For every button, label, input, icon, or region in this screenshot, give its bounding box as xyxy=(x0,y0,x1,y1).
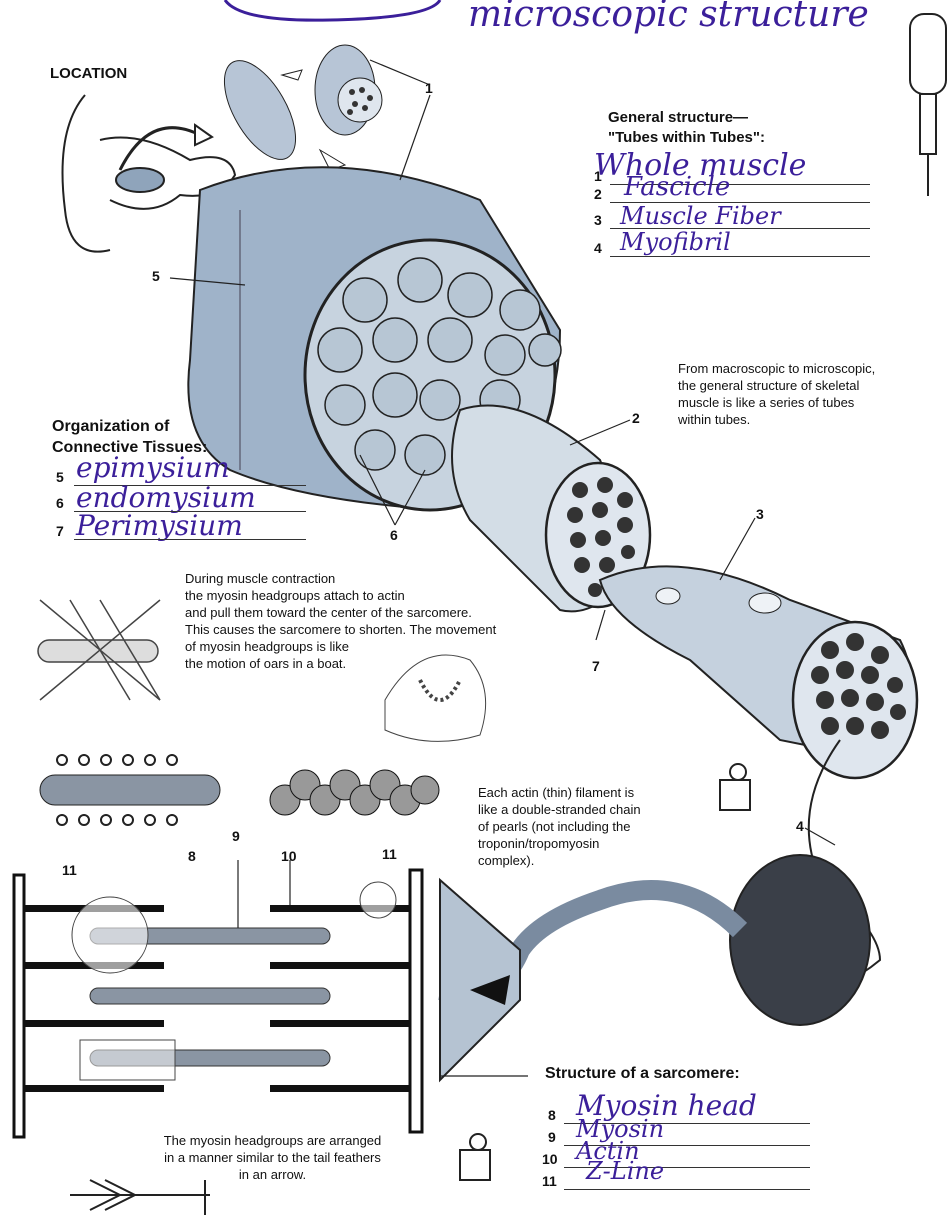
item-number: 2 xyxy=(594,186,602,202)
actin-note-line: Each actin (thin) filament is xyxy=(478,784,688,801)
actin-note-line: complex). xyxy=(478,852,688,869)
sarcomere-item: 11 Z-Line xyxy=(542,1169,810,1191)
item-number: 11 xyxy=(542,1173,557,1189)
answer-myofibril[interactable]: Myofibril xyxy=(620,228,731,256)
connective-item: 7 Perimysium xyxy=(56,511,306,539)
microscope-pen-icon xyxy=(910,14,946,196)
general-structure-title: General structure— "Tubes within Tubes": xyxy=(608,108,765,148)
answer-epimysium[interactable]: epimysium xyxy=(76,451,230,484)
label-7: 7 xyxy=(592,658,600,674)
general-structure-title-line1: General structure— xyxy=(608,108,765,128)
general-structure-title-line2: "Tubes within Tubes": xyxy=(608,128,765,148)
tubes-note-line: From macroscopic to microscopic, xyxy=(678,360,938,377)
item-number: 6 xyxy=(56,495,64,511)
connective-title-line1: Organization of xyxy=(52,416,207,437)
structure-item: 4 Myofibril xyxy=(594,232,870,258)
sarcomere-list: 8 Myosin head 9 Myosin 10 Actin 11 Z-Lin… xyxy=(542,1095,810,1191)
answer-muscle-fiber[interactable]: Muscle Fiber xyxy=(620,202,781,230)
myosin-headgroup-detail xyxy=(40,755,220,825)
label-11-right: 11 xyxy=(382,846,397,862)
general-structure-list: 1 Whole muscle 2 Fascicle 3 Muscle Fiber… xyxy=(594,150,870,258)
arrow-note-line: The myosin headgroups are arranged xyxy=(135,1132,410,1149)
label-11-left: 11 xyxy=(62,862,77,878)
answer-z-line[interactable]: Z-Line xyxy=(586,1157,664,1185)
actin-pearl-chain xyxy=(270,770,439,815)
contraction-note: During muscle contraction the myosin hea… xyxy=(185,570,565,672)
label-1: 1 xyxy=(425,80,433,96)
tubes-note-line: muscle is like a series of tubes xyxy=(678,394,938,411)
sarcomere-item: 10 Actin xyxy=(542,1147,810,1169)
tubes-note-line: within tubes. xyxy=(678,411,938,428)
tubes-note-line: the general structure of skeletal xyxy=(678,377,938,394)
item-number: 4 xyxy=(594,240,602,256)
contraction-note-line: This causes the sarcomere to shorten. Th… xyxy=(185,621,565,638)
actin-note-line: troponin/tropomyosin xyxy=(478,835,688,852)
label-10: 10 xyxy=(281,848,297,864)
item-number: 8 xyxy=(548,1107,556,1123)
arrow-feather-sketch xyxy=(70,1180,210,1215)
item-number: 3 xyxy=(594,212,602,228)
microscope-icon-2 xyxy=(460,1134,490,1180)
item-number: 10 xyxy=(542,1151,558,1167)
contraction-note-line: the myosin headgroups attach to actin xyxy=(185,587,565,604)
answer-fascicle[interactable]: Fascicle xyxy=(624,172,730,202)
microscope-icon-1 xyxy=(720,764,750,810)
contraction-note-line: During muscle contraction xyxy=(185,570,565,587)
label-3: 3 xyxy=(756,506,764,522)
connective-list: 5 epimysium 6 endomysium 7 Perimysium xyxy=(56,455,306,539)
sarcomere-title: Structure of a sarcomere: xyxy=(545,1065,740,1083)
label-4: 4 xyxy=(796,818,804,834)
tubes-note: From macroscopic to microscopic, the gen… xyxy=(678,360,938,428)
handwritten-arc xyxy=(225,0,440,20)
oars-boat-sketch xyxy=(38,600,160,700)
label-6: 6 xyxy=(390,527,398,543)
arrow-note-line: in an arrow. xyxy=(135,1166,410,1183)
handwritten-title: microscopic structure xyxy=(468,0,869,35)
actin-note-line: of pearls (not including the xyxy=(478,818,688,835)
item-number: 7 xyxy=(56,523,64,539)
arrow-note: The myosin headgroups are arranged in a … xyxy=(135,1132,410,1183)
connective-item: 5 epimysium xyxy=(56,455,306,483)
location-label: LOCATION xyxy=(50,65,127,82)
muscle-fiber-tube xyxy=(600,566,917,778)
contraction-note-line: and pull them toward the center of the s… xyxy=(185,604,565,621)
small-muscle-bundles xyxy=(210,45,382,171)
actin-note: Each actin (thin) filament is like a dou… xyxy=(478,784,688,869)
label-8: 8 xyxy=(188,848,196,864)
label-9: 9 xyxy=(232,828,240,844)
item-number: 9 xyxy=(548,1129,556,1145)
contraction-note-line: the motion of oars in a boat. xyxy=(185,655,565,672)
connective-item: 6 endomysium xyxy=(56,483,306,511)
label-2: 2 xyxy=(632,410,640,426)
actin-note-line: like a double-stranded chain xyxy=(478,801,688,818)
sarcomere-diagram xyxy=(14,870,520,1137)
arrow-note-line: in a manner similar to the tail feathers xyxy=(135,1149,410,1166)
contraction-note-line: of myosin headgroups is like xyxy=(185,638,565,655)
answer-perimysium[interactable]: Perimysium xyxy=(76,509,243,542)
label-5: 5 xyxy=(152,268,160,284)
